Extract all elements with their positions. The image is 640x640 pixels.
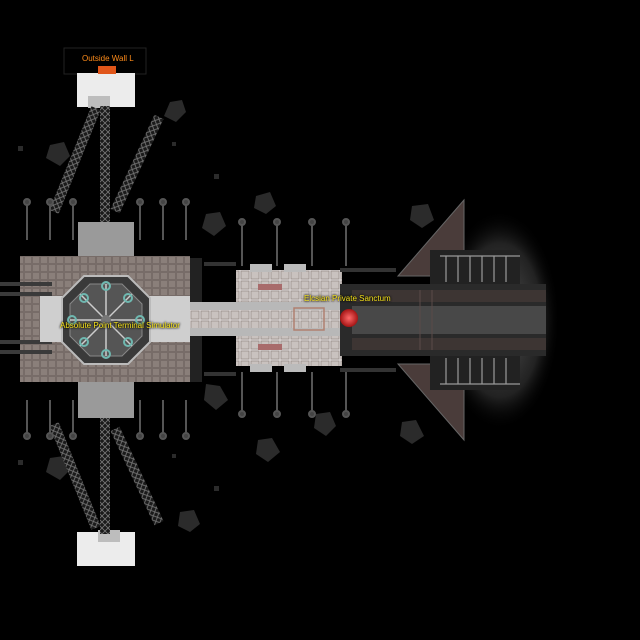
outside-wall-bottom[interactable] [64,530,146,592]
teleporter-icon [67,315,77,325]
label-terminal-simulator[interactable]: Absolute Point Terminal Simulator [60,321,180,330]
truss-icon [110,426,164,526]
label-private-sanctum[interactable]: Elcsian Private Sanctum [304,294,391,303]
marker-icon[interactable] [340,309,358,327]
teleporter-icon [101,281,111,291]
door-icon[interactable] [98,66,116,74]
rock-icon [164,100,186,122]
truss-icon [49,422,101,530]
asteroid-field [18,100,434,532]
rock-icon [18,460,23,465]
sanctum-structure[interactable] [340,198,560,442]
teleporter-icon [79,337,89,347]
truss-icon [49,106,101,214]
rock-icon [254,192,276,214]
teleporter-icon [79,293,89,303]
lamp-post-icon [182,198,190,240]
rock-icon [178,510,200,532]
label-outside-wall[interactable]: Outside Wall L [82,54,134,63]
lamp-post-icon [273,372,281,418]
lamp-post-icon [23,198,31,240]
outside-wall-top[interactable] [63,47,147,108]
truss-icon [100,416,110,534]
teleporter-icon [123,293,133,303]
rock-icon [214,486,219,491]
rock-icon [202,212,226,236]
corridor[interactable] [190,302,340,336]
lamp-post-icon [159,400,167,440]
lamp-post-icon [238,372,246,418]
rock-icon [400,420,424,444]
rock-icon [46,142,70,166]
lamp-post-icon [136,198,144,240]
truss-icon [100,106,110,224]
lamp-post-icon [238,218,246,266]
rock-icon [172,454,176,458]
teleporter-icon [101,349,111,359]
terminal-station[interactable] [0,222,202,418]
lamp-post-icon [308,218,316,266]
lamp-post-icon [159,198,167,240]
lamp-post-icon [23,400,31,440]
lamp-post-icon [69,400,77,440]
truss-structures [49,106,164,534]
lamp-post-icon [342,372,350,418]
lamp-post-icon [69,198,77,240]
lamp-post-icon [308,372,316,418]
middle-hall[interactable] [204,262,342,376]
lamp-post-icon [273,218,281,266]
rock-icon [18,146,23,151]
teleporter-icon [123,337,133,347]
lamp-post-icon [46,400,54,440]
lamp-post-icon [342,218,350,266]
truss-icon [110,114,164,214]
rock-icon [256,438,280,462]
rock-icon [172,142,176,146]
rock-icon [214,174,219,179]
teleporter-icon [135,315,145,325]
rock-icon [314,412,336,436]
rock-icon [204,384,228,410]
lamp-post-icon [136,400,144,440]
lamp-posts [23,198,350,440]
lamp-post-icon [182,400,190,440]
lamp-post-icon [46,198,54,240]
rock-icon [410,204,434,228]
